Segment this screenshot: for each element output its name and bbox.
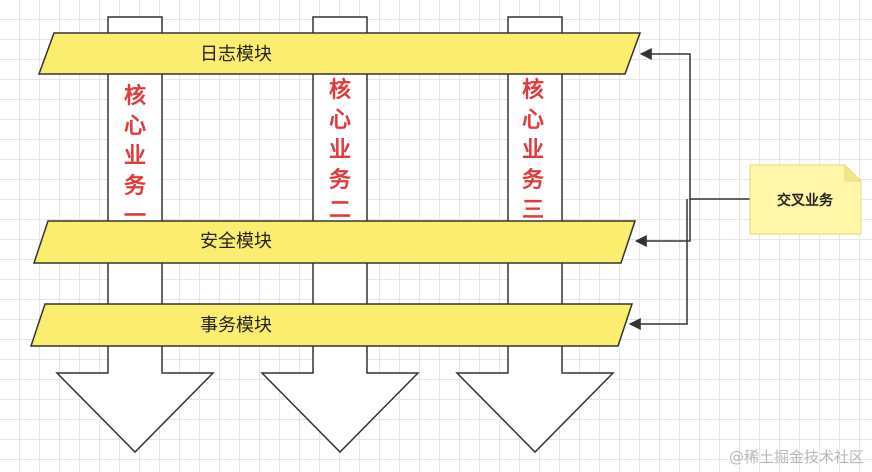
core-business-3-label: 核 心 业 务 三: [522, 77, 545, 223]
core-business-char: 核: [124, 83, 146, 109]
security-module-label: 安全模块: [200, 231, 272, 252]
transaction-module-band: [29, 303, 634, 347]
core-business-char: 心: [124, 114, 146, 139]
core-business-char: 心: [329, 108, 351, 133]
core-business-char: 务: [124, 174, 147, 199]
core-business-2-label: 核 心 业 务 二: [329, 77, 352, 223]
cross-business-label: 交叉业务: [777, 192, 834, 209]
core-business-char: 务: [522, 168, 545, 193]
core-business-char: 核: [522, 77, 544, 103]
cross-business-note: [749, 164, 862, 235]
core-business-char: 心: [522, 108, 544, 133]
security-module-band: [32, 220, 637, 264]
connector-to-log-module: [639, 48, 750, 200]
note-fold-icon: [844, 165, 861, 182]
log-module-label: 日志模块: [200, 44, 272, 65]
connector-to-security-module: [634, 199, 691, 247]
core-business-char: 务: [329, 168, 352, 193]
transaction-module-label: 事务模块: [200, 315, 272, 336]
log-module-band: [37, 32, 642, 75]
core-business-char: 业: [124, 144, 146, 169]
cross-connectors: [628, 48, 750, 330]
watermark: @稀土掘金技术社区: [729, 448, 864, 466]
core-business-char: 二: [329, 198, 351, 223]
core-business-char: 业: [522, 138, 544, 163]
core-business-char: 业: [329, 138, 351, 163]
core-business-char: 三: [522, 198, 544, 223]
core-business-char: 核: [329, 77, 351, 103]
connector-to-transaction-module: [628, 199, 688, 330]
core-business-1-label: 核 心 业 务 一: [124, 83, 147, 229]
